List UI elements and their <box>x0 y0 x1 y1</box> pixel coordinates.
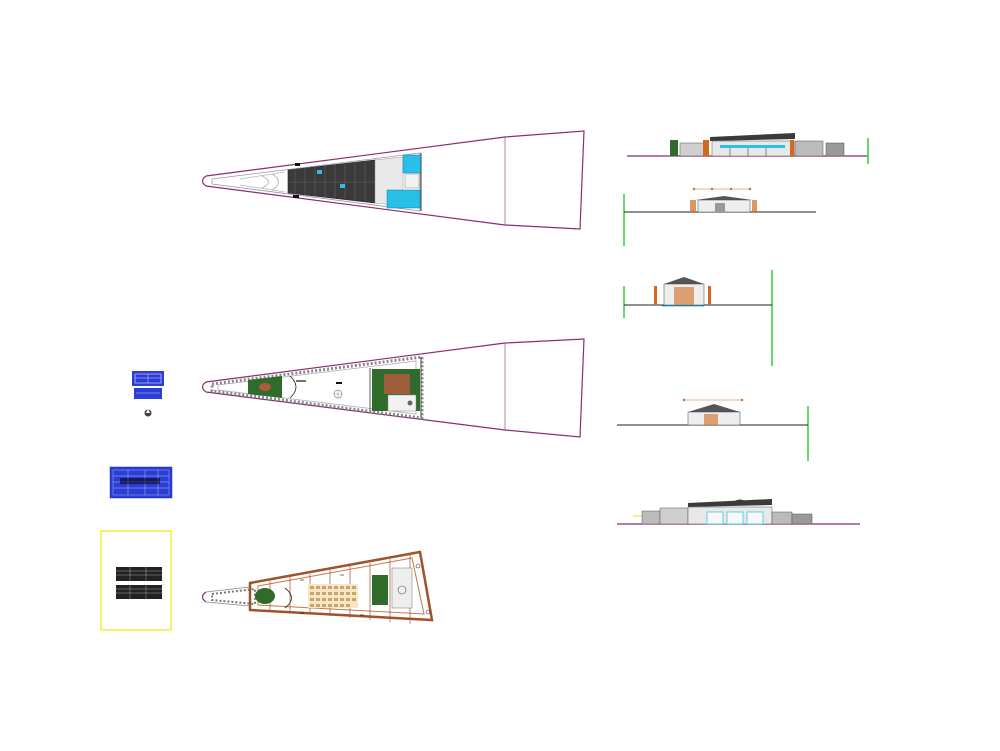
front-elevation[interactable] <box>627 133 869 164</box>
site-boundary <box>205 130 585 230</box>
roof-plan[interactable] <box>201 130 585 230</box>
schedule-frame[interactable] <box>100 530 172 631</box>
cyan-room-bottom <box>386 189 421 209</box>
north-arrow-icon <box>144 409 152 417</box>
garden-left <box>255 588 275 604</box>
seating-grid <box>308 584 358 608</box>
section-c[interactable] <box>617 398 809 461</box>
inner-wedge <box>211 152 421 212</box>
site-tip <box>201 175 207 187</box>
structure-plan[interactable] <box>201 550 434 624</box>
cartouche-wide[interactable] <box>109 466 173 499</box>
ground-plan[interactable] <box>201 338 585 438</box>
site-boundary <box>205 338 585 438</box>
roof-dark-area <box>287 159 376 204</box>
section-a[interactable] <box>623 187 816 246</box>
section-b[interactable] <box>623 270 773 366</box>
structure-frame <box>248 550 434 622</box>
cyan-room-top <box>402 154 422 174</box>
cartouche-top[interactable] <box>132 371 164 399</box>
rear-elevation[interactable] <box>617 499 860 525</box>
